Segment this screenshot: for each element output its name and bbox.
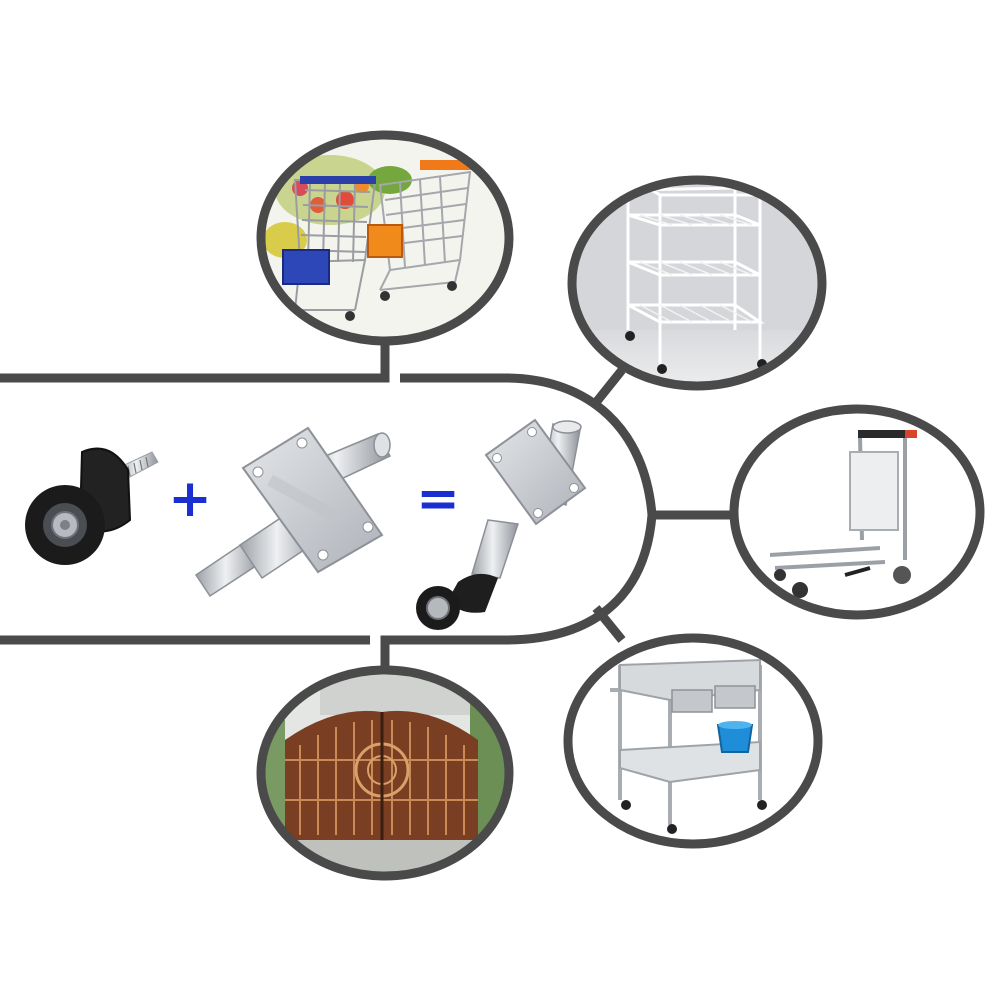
spring-caster-assembly bbox=[416, 418, 587, 630]
stainless-medical-trolley-photo bbox=[568, 638, 818, 844]
shopping-carts-photo bbox=[261, 135, 509, 341]
spring-loaded-plate-mount bbox=[194, 426, 392, 598]
connector-hub-arc bbox=[380, 373, 657, 670]
connector-to-medical bbox=[592, 605, 626, 643]
luggage-trolley-photo bbox=[734, 409, 980, 615]
plus-sign: + bbox=[168, 469, 212, 529]
bubble-luggage-trolley bbox=[729, 404, 985, 620]
swivel-caster-wheel bbox=[25, 447, 159, 565]
bubble-medical-trolley bbox=[563, 633, 823, 849]
wire-shelf-cart-photo bbox=[572, 180, 822, 386]
bubble-shopping-carts bbox=[256, 130, 514, 346]
bubble-ornamental-gate bbox=[256, 665, 514, 881]
connector-lines bbox=[0, 343, 733, 670]
bubble-wire-shelf-cart bbox=[567, 175, 827, 391]
connector-to-shelf bbox=[590, 367, 626, 408]
connector-top-left bbox=[0, 343, 390, 383]
equals-sign: = bbox=[416, 469, 460, 529]
